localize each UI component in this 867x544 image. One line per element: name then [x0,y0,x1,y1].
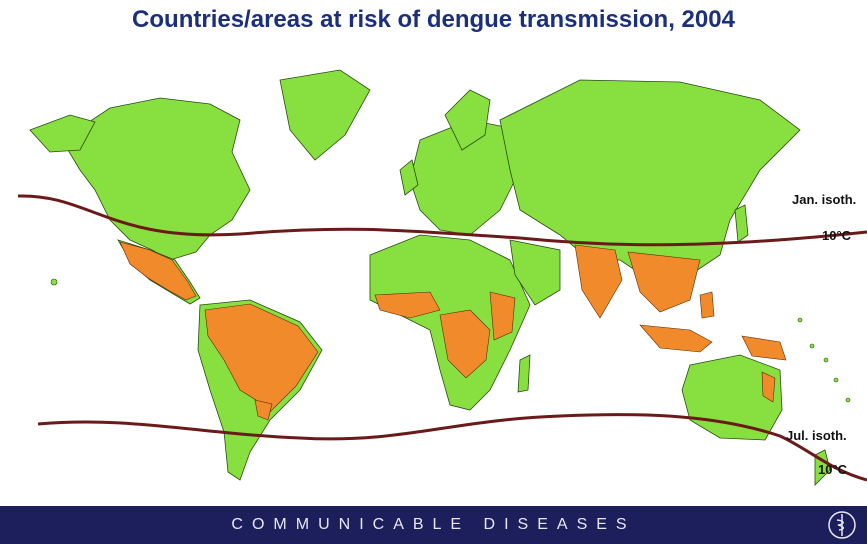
world-map [17,69,867,486]
asia-land [499,79,801,281]
europe-land [409,119,521,236]
scandinavia-land [444,89,491,151]
south-america-southeast-risk-area [254,399,273,421]
pacific-island [845,397,851,403]
southeast-asia-risk-area [627,251,701,313]
madagascar-land [517,354,531,393]
footer-title: COMMUNICABLE DISEASES [231,516,636,533]
july-isotherm-label: Jul. isoth. [786,428,847,443]
footer-bar: COMMUNICABLE DISEASES [0,506,867,544]
who-emblem-icon [828,511,856,539]
indonesia-risk-area [639,324,713,353]
papua-risk-area [741,335,787,361]
uk-land [399,159,419,196]
page-title: Countries/areas at risk of dengue transm… [132,6,735,33]
pacific-island [809,343,815,349]
risk-layer [119,241,787,421]
january-isotherm-line [17,194,867,247]
philippines-risk-area [699,291,715,319]
japan-land [734,204,749,243]
january-isotherm-temp: 10°C [822,228,852,243]
july-isotherm-temp: 10°C [818,462,848,477]
january-isotherm-label: Jan. isoth. [792,192,857,207]
small-islands [50,278,851,403]
greenland-land [279,69,371,161]
alaska-land [29,114,96,153]
india-risk-area [574,244,623,319]
west-africa-risk-area [374,291,441,319]
pacific-island [823,357,829,363]
mexico-risk-area [119,241,197,301]
isotherm-lines [17,194,867,482]
hawaii-island [50,278,58,286]
pacific-island [833,377,839,383]
queensland-risk-area [761,371,776,403]
east-africa-risk-area [489,291,516,341]
july-isotherm-line [37,413,867,482]
arabia-land [509,239,561,306]
central-africa-risk-area [439,309,491,379]
pacific-island [797,317,803,323]
